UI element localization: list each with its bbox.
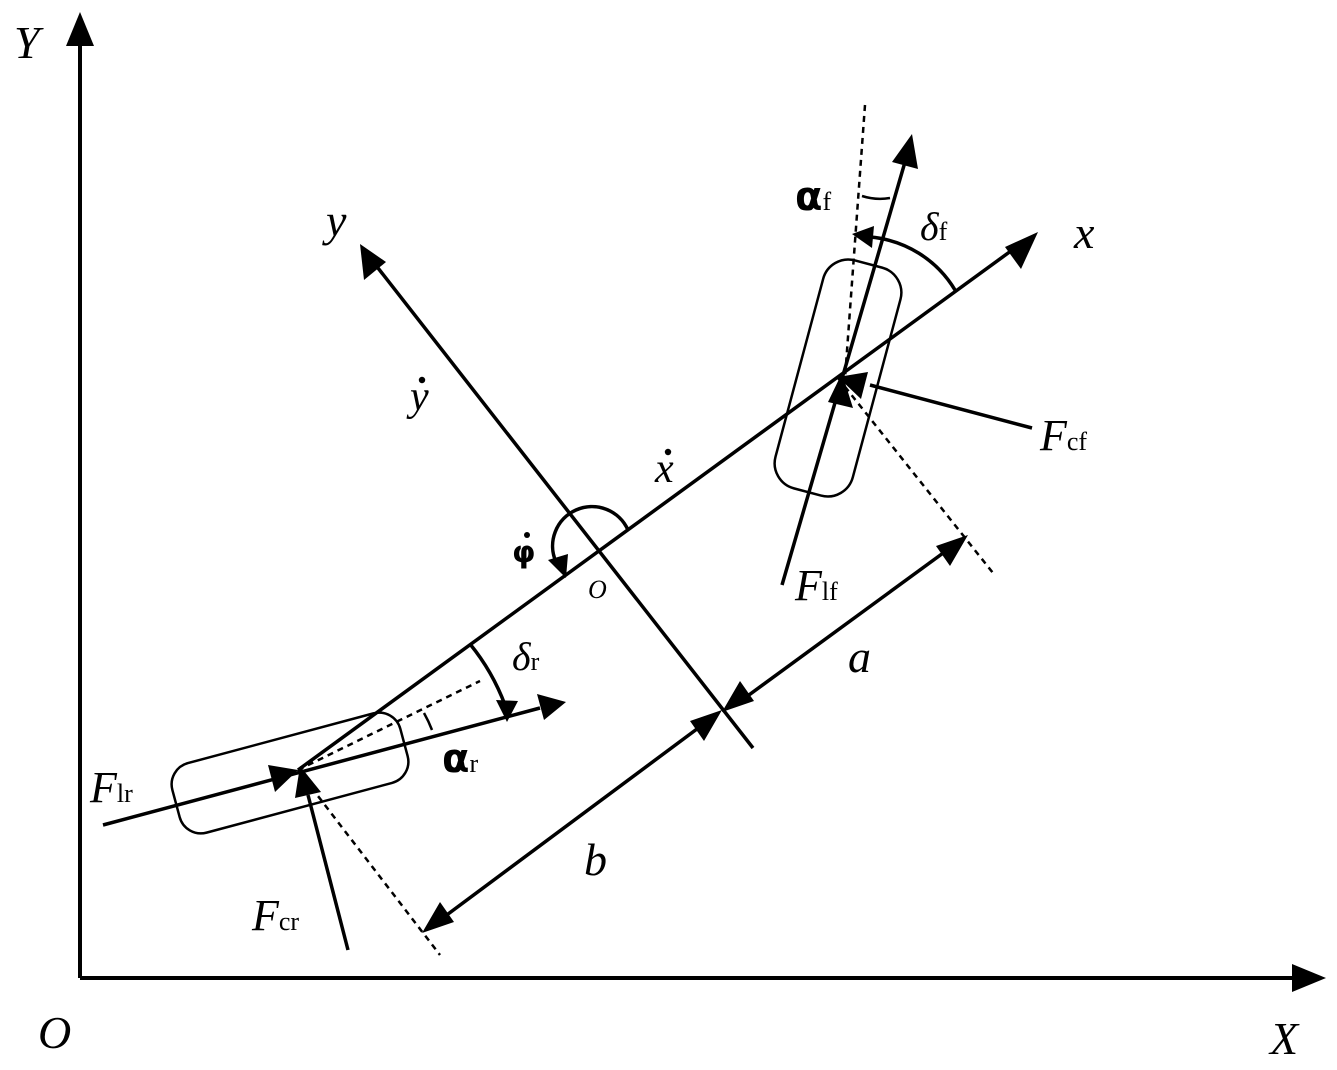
label-x-dot: x (654, 446, 674, 492)
label-y-dot: y (406, 374, 429, 420)
global-x-arrowhead (1292, 964, 1326, 992)
label-global-X: X (1268, 1013, 1300, 1064)
x-dot-mark (664, 448, 672, 456)
delta-f-arrowhead (852, 226, 874, 248)
force-lr-arrowhead (268, 765, 298, 792)
force-cr-arrowhead (295, 766, 321, 798)
label-force-lr: Flr (89, 763, 133, 812)
global-y-arrowhead (66, 12, 94, 46)
delta-f-arc (869, 235, 957, 291)
body-y-arrowhead (360, 244, 386, 280)
body-y-axis (376, 266, 755, 750)
rear-velocity-direction (297, 679, 481, 772)
dimension-a-arrow-start (722, 681, 754, 712)
label-body-x: x (1073, 207, 1095, 258)
label-global-origin: O (38, 1007, 71, 1058)
label-alpha-r: αr (442, 736, 478, 782)
label-global-Y: Y (14, 17, 44, 68)
label-force-cf: Fcf (1039, 411, 1087, 460)
label-alpha-f: αf (795, 174, 831, 220)
dimension-a-arrow-end (936, 535, 968, 566)
delta-r-arrowhead (496, 700, 518, 722)
dimension-b-arrow-end (690, 710, 722, 741)
body-x-axis (296, 246, 1017, 772)
label-body-y: y (322, 195, 347, 246)
label-yaw-rate: φ (512, 535, 535, 570)
yaw-rate-arc (550, 504, 630, 563)
dimension-b-line (438, 721, 707, 922)
rear-wheel (170, 711, 410, 835)
front-wheel-heading-line (780, 161, 907, 586)
rear-wheel-heading-line (102, 706, 541, 827)
y-dot-mark (418, 376, 426, 384)
label-body-origin: O (588, 575, 607, 604)
dimension-a-line (736, 546, 952, 705)
dimension-b-arrow-start (422, 902, 454, 933)
front-wheel-normal (837, 377, 994, 574)
label-dimension-a: a (848, 631, 871, 682)
force-cf-arrowhead (838, 372, 868, 399)
label-force-lf: Flf (794, 561, 838, 610)
global-axes (78, 40, 1300, 980)
label-dimension-b: b (584, 834, 607, 885)
force-cf-line (869, 383, 1033, 430)
rear-wheel-normal (297, 769, 441, 956)
force-cr-line (306, 794, 350, 951)
front-wheel-heading-arrowhead (892, 134, 918, 169)
label-force-cr: Fcr (251, 891, 299, 940)
alpha-r-arc (422, 712, 434, 731)
label-delta-f: δf (920, 204, 948, 249)
yaw-rate-arrowhead (548, 554, 568, 578)
yaw-rate-dot-mark (524, 532, 530, 538)
front-velocity-direction (843, 104, 867, 379)
delta-r-arc (468, 642, 507, 706)
alpha-f-arc (861, 194, 891, 201)
label-delta-r: δr (512, 634, 540, 679)
force-lf-arrowhead (828, 373, 853, 408)
body-x-arrowhead (1005, 232, 1038, 269)
rear-wheel-heading-arrowhead (537, 694, 566, 720)
